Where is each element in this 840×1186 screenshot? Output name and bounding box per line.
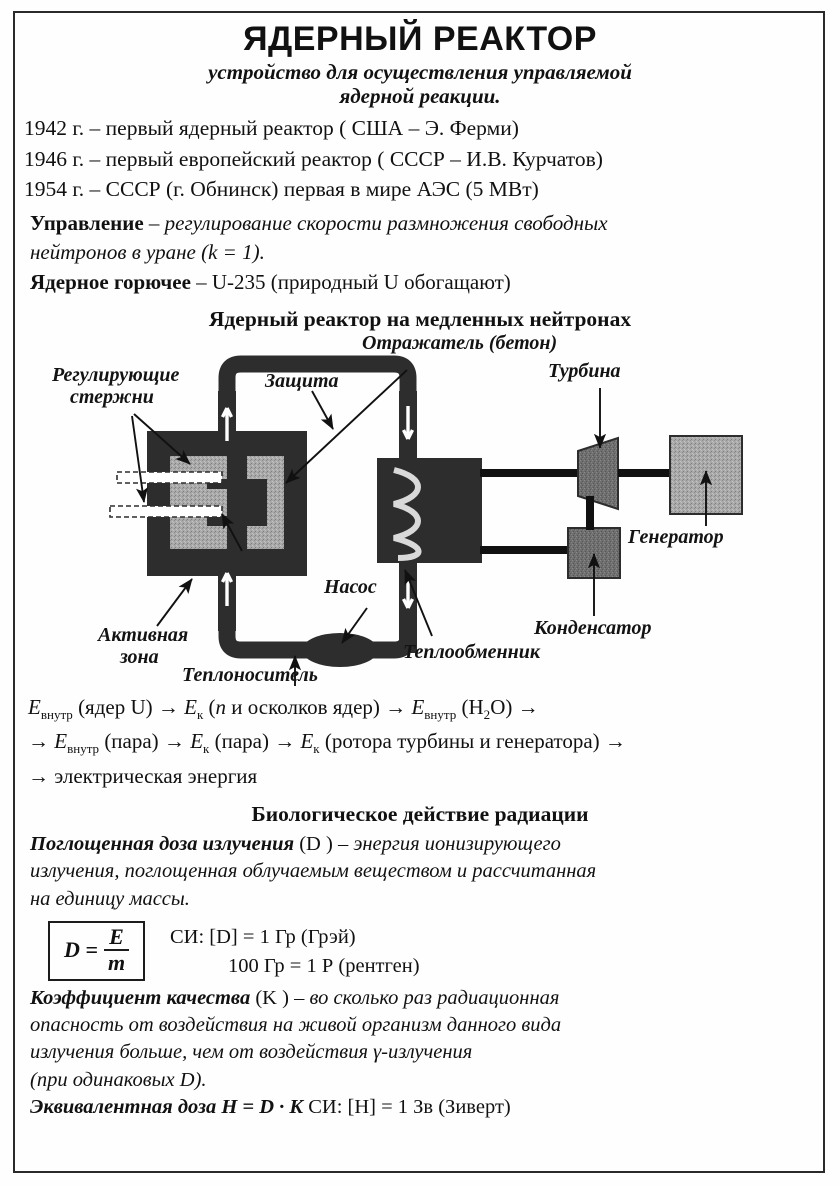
leader-shield xyxy=(311,390,334,430)
active-zone-left xyxy=(170,455,227,549)
pump-body xyxy=(302,632,378,667)
heat-exchanger-block xyxy=(377,457,482,563)
leader-active-zone xyxy=(156,578,193,627)
quality-factor-line1: – во сколько раз радиационная xyxy=(294,986,560,1009)
poster-content: ЯДЕРНЫЙ РЕАКТОР устройство для осуществл… xyxy=(22,18,818,1121)
leader-control-rods-1 xyxy=(133,413,191,465)
label-control-rods-line2: стержни xyxy=(70,386,154,409)
fuel-dash: – xyxy=(190,269,212,294)
leader-active-zone-inner xyxy=(221,513,243,552)
leader-reflector xyxy=(285,369,408,484)
active-zone-right xyxy=(247,455,284,549)
absorbed-dose-line1: – энергия ионизирующего xyxy=(337,833,561,856)
equivalent-dose-definition: Эквивалентная доза H = D · K СИ: [H] = 1… xyxy=(30,1094,818,1121)
page-subtitle: устройство для осуществления управляемой… xyxy=(22,60,818,110)
quality-factor-line3: излучения больше, чем от воздействия γ-и… xyxy=(30,1041,473,1064)
subtitle-line-1: устройство для осуществления управляемой xyxy=(208,59,632,84)
equivalent-dose-formula: H = D · K xyxy=(216,1095,309,1118)
history-list: 1942 г. – первый ядерный реактор ( США –… xyxy=(24,113,818,205)
quality-factor-symbol: (K ) xyxy=(250,986,295,1009)
diagram-heading: Ядерный реактор на медленных нейтронах xyxy=(208,306,632,331)
quality-factor-line4: (при одинаковых D). xyxy=(30,1068,207,1091)
dose-si-line1: СИ: [D] = 1 Гр (Грэй) xyxy=(170,925,356,948)
absorbed-dose-line3: на единицу массы. xyxy=(30,887,190,910)
bio-heading: Биологическое действие радиации xyxy=(251,802,589,827)
pipe-top xyxy=(218,355,417,461)
label-coolant: Теплоноситель xyxy=(182,663,318,686)
label-pump: Насос xyxy=(324,575,377,598)
label-heat-exchanger: Теплообменник xyxy=(403,640,541,663)
dose-formula-denominator: m xyxy=(107,950,126,976)
quality-factor-term: Коэффициент качества xyxy=(30,986,251,1009)
label-generator: Генератор xyxy=(628,525,724,548)
label-turbine: Турбина xyxy=(548,359,621,382)
absorbed-dose-definition: Поглощенная доза излучения (D ) – энерги… xyxy=(30,831,818,913)
absorbed-dose-symbol: (D ) xyxy=(294,833,338,856)
energy-chain-line-2: → Eвнутр (пара) → Eк (пара) → Eк (ротора… xyxy=(28,729,626,757)
steam-line-to-turbine xyxy=(480,468,580,477)
fuel-body: U-235 (природный U обогащают) xyxy=(211,269,511,294)
absorbed-dose-line2: излучения, поглощенная облучаемым вещест… xyxy=(30,860,597,883)
control-definition: Управление – регулирование скорости разм… xyxy=(30,209,818,268)
energy-chain-line-3: → электрическая энергия xyxy=(28,763,258,788)
absorbed-dose-term: Поглощенная доза излучения xyxy=(30,833,295,856)
leader-control-rods-2 xyxy=(131,415,149,503)
history-item: 1946 г. – первый европейский реактор ( С… xyxy=(24,146,603,171)
leader-heat-exchanger xyxy=(404,569,433,637)
label-shield: Защита xyxy=(265,369,339,392)
label-control-rods-line1: Регулирующие xyxy=(52,363,180,386)
history-item: 1954 г. – СССР (г. Обнинск) первая в мир… xyxy=(24,177,539,202)
control-body-2: нейтронов в уране (k = 1). xyxy=(30,240,265,265)
steam-line-from-condenser xyxy=(480,545,568,554)
flow-arrow-down-1 xyxy=(401,405,415,440)
turbine-generator-shaft xyxy=(618,468,670,477)
turbine-body xyxy=(577,436,619,511)
control-term: Управление xyxy=(30,210,144,235)
control-body-1: регулирование скорости размножения свобо… xyxy=(164,210,608,235)
heat-exchanger-coil xyxy=(393,467,422,561)
dose-si-line2: 100 Гр = 1 Р (рентген) xyxy=(228,955,420,978)
dose-formula-numerator: E xyxy=(103,925,130,952)
leader-pump xyxy=(341,607,368,644)
equivalent-dose-si: СИ: [H] = 1 Зв (Зиверт) xyxy=(308,1095,511,1118)
quality-factor-definition: Коэффициент качества (K ) – во сколько р… xyxy=(30,985,818,1094)
fuel-definition: Ядерное горючее – U-235 (природный U обо… xyxy=(30,268,818,297)
dose-formula-box: D = E m xyxy=(48,920,146,981)
quality-factor-line2: опасность от воздействия на живой органи… xyxy=(30,1014,562,1037)
page-title: ЯДЕРНЫЙ РЕАКТОР xyxy=(243,20,597,58)
history-item: 1942 г. – первый ядерный реактор ( США –… xyxy=(24,116,519,141)
dose-si-units: СИ: [D] = 1 Гр (Грэй) 100 Гр = 1 Р (рент… xyxy=(170,923,420,981)
label-active-zone-line1: Активная xyxy=(98,623,189,646)
energy-chain: Eвнутр (ядер U) → Eк (n и осколков ядер)… xyxy=(28,691,818,792)
control-rod-upper xyxy=(116,471,223,484)
dose-formula-lhs: D = xyxy=(64,937,98,963)
label-active-zone-line2: зона xyxy=(120,646,159,669)
label-reflector: Отражатель (бетон) xyxy=(362,331,558,354)
flow-arrow-up-1 xyxy=(220,407,234,441)
label-condenser: Конденсатор xyxy=(534,616,652,639)
reactor-diagram-svg xyxy=(109,355,743,686)
turbine-condenser-pipe xyxy=(586,495,594,530)
dose-formula-row: D = E m СИ: [D] = 1 Гр (Грэй) 100 Гр = 1… xyxy=(30,920,818,981)
subtitle-line-2: ядерной реакции. xyxy=(339,84,501,109)
control-rod-lower xyxy=(109,505,223,518)
dose-formula-fraction: E m xyxy=(103,925,130,976)
energy-chain-line-1: Eвнутр (ядер U) → Eк (n и осколков ядер)… xyxy=(28,694,539,723)
equivalent-dose-term: Эквивалентная доза xyxy=(30,1095,217,1118)
flow-arrow-up-2 xyxy=(220,572,234,606)
fuel-term: Ядерное горючее xyxy=(30,269,191,294)
control-dash: – xyxy=(143,210,165,235)
